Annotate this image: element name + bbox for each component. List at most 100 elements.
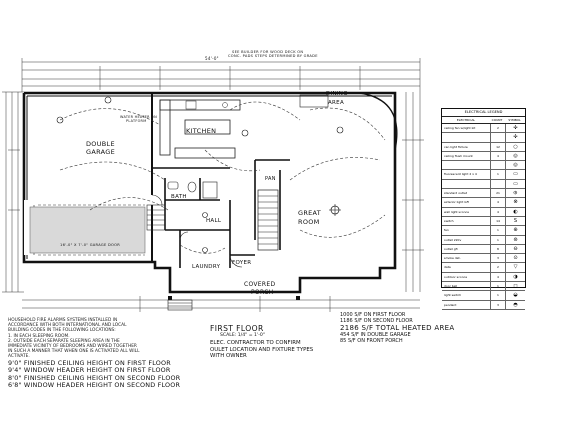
legend-title: ELECTRICAL LEGEND — [442, 109, 525, 117]
fan-icon: ✣ — [513, 125, 518, 131]
room-label-double-garage-line1: DOUBLE — [86, 140, 115, 148]
water-heater-label-line2: PLATFORM — [126, 119, 146, 123]
legend-item-symbol: ◑ — [506, 273, 525, 281]
interior-walls — [151, 93, 290, 268]
legend-item-count: 2 — [491, 124, 506, 133]
legend-item-symbol: ○ — [506, 143, 525, 151]
legend-item-name — [442, 179, 491, 189]
room-label-covered-porch-line1: COVERED — [244, 281, 275, 288]
area-first-floor: 1000 S/F ON FIRST FLOOR — [340, 312, 406, 318]
garage-door-opening — [24, 200, 146, 256]
legend-item-count: 4 — [491, 207, 506, 216]
room-label-great-room-line1: GREAT — [298, 209, 321, 217]
room-label-laundry: LAUNDRY — [192, 264, 221, 270]
exhaust-fan-icon: ⊕ — [513, 227, 518, 234]
legend-item-count: 1 — [491, 282, 506, 291]
fluorescent-icon: ▭ — [513, 180, 518, 187]
title-block: FIRST FLOOR SCALE: 1/4" = 1'-0" ELEC. CO… — [210, 324, 313, 360]
smoke-note-line: ACTIVATE. — [8, 354, 30, 360]
legend-item-name: pendant — [442, 300, 491, 309]
smoke-note-line: IMMEDIATE VICINITY OF BEDROOMS AND WIRED… — [8, 344, 137, 350]
legend-item-name: ceiling flush mount — [442, 151, 491, 161]
legend-header-count: COUNT — [491, 118, 503, 122]
stairs — [146, 189, 279, 251]
legend-header-symbol: SYMBOL — [508, 118, 521, 122]
garage-door-label: 16'-0" X 7'-0" GARAGE DOOR — [60, 243, 120, 247]
room-label-foyer: FOYER — [232, 260, 251, 266]
legend-item-count: 21 — [491, 189, 506, 198]
legend-item-symbol: ◐ — [506, 208, 525, 216]
smoke-note-line: HOUSEHOLD FIRE ALARMS SYSTEMS INSTALLED … — [8, 318, 118, 323]
legend-item-symbol: ◎ — [506, 161, 525, 169]
area-garage: 454 S/F IN DOUBLE GARAGE — [340, 332, 411, 338]
legend-item-count — [491, 179, 506, 189]
area-summary: 1000 S/F ON FIRST FLOOR 1186 S/F ON SECO… — [340, 312, 454, 344]
smoke-note-line: 1. IN EACH SLEEPING ROOM. — [8, 333, 70, 339]
legend-item-symbol: ⊖ — [506, 245, 525, 253]
door-bell-icon: ◻ — [513, 283, 518, 290]
exterior-light-icon: ⊗ — [513, 199, 518, 206]
dining-bay — [299, 92, 398, 151]
legend-item-count: 4 — [491, 151, 506, 161]
legend-item-symbol: ▭ — [506, 170, 525, 178]
legend-item-name — [442, 133, 491, 142]
general-notes: HOUSEHOLD FIRE ALARMS SYSTEMS INSTALLED … — [8, 318, 208, 390]
outdoor-sconce-icon: ◑ — [513, 273, 518, 280]
legend-item-count: 3 — [491, 300, 506, 309]
ceiling-height-note: 9'4" WINDOW HEADER HEIGHT ON FIRST FLOOR — [8, 366, 171, 375]
flush-mount-icon: ◎ — [513, 162, 518, 169]
legend-item-name: outlet gfi — [442, 244, 491, 254]
electrical-legend: ELECTRICAL LEGEND ELECTRICAL COUNT SYMBO… — [441, 108, 526, 310]
legend-item-symbol: ⊙ — [506, 254, 525, 262]
electrical-wiring — [56, 96, 386, 254]
outlet-gfi-icon: ⊖ — [513, 245, 518, 252]
legend-item-name: smoke det. — [442, 254, 491, 263]
legend-row: ▭ — [442, 179, 525, 190]
room-label-dining-line2: AREA — [328, 100, 344, 106]
legend-item-name: standard outlet — [442, 189, 491, 198]
area-second-floor: 1186 S/F ON SECOND FLOOR — [340, 318, 413, 324]
legend-header-electrical: ELECTRICAL — [456, 118, 476, 122]
kitchen-cabinets — [159, 99, 241, 159]
legend-item-symbol: ⦶ — [506, 189, 525, 197]
smoke-detector-icon: ⊙ — [513, 255, 518, 262]
smoke-note-line: BUILDING CODES IN THE FOLLOWING LOCATION… — [8, 328, 116, 334]
porch-columns — [168, 296, 300, 300]
drawing-title: FIRST FLOOR — [210, 324, 264, 333]
ceiling-height-note: 9'0" FINISHED CEILING HEIGHT ON FIRST FL… — [8, 358, 171, 367]
legend-item-name: data — [442, 263, 491, 272]
legend-item-count: 14 — [491, 216, 506, 226]
legend-item-count: 1 — [491, 226, 506, 235]
elec-note-line: ELEC. CONTRACTOR TO CONFIRM — [210, 340, 301, 346]
water-heater-label-line1: WATER HEATER ON — [120, 115, 157, 119]
area-total: 2186 S/F TOTAL HEATED AREA — [340, 324, 455, 332]
fan-icon: ✣ — [513, 134, 518, 141]
overall-dimension: 54'-0" — [205, 56, 219, 61]
legend-item-count: 3 — [491, 254, 506, 263]
legend-header: ELECTRICAL COUNT SYMBOL — [442, 117, 525, 124]
legend-item-name: switch — [442, 216, 491, 226]
legend-row: ✣ — [442, 133, 525, 143]
outlet-220-icon: ⊜ — [513, 236, 518, 243]
ceiling-height-note: 8'0" FINISHED CEILING HEIGHT ON SECOND F… — [8, 373, 181, 382]
legend-item-name: wall light sconce — [442, 207, 491, 216]
smoke-note-line: 2. OUTSIDE EACH SEPARATE SLEEPING AREA I… — [8, 338, 120, 344]
legend-item-name: can light fixture — [442, 142, 491, 151]
room-label-covered-porch-line2: PORCH — [251, 289, 273, 296]
legend-row: ◎ — [442, 161, 525, 171]
deck-note-line1: SEE BUILDER FOR WOOD DECK ON — [232, 50, 303, 54]
